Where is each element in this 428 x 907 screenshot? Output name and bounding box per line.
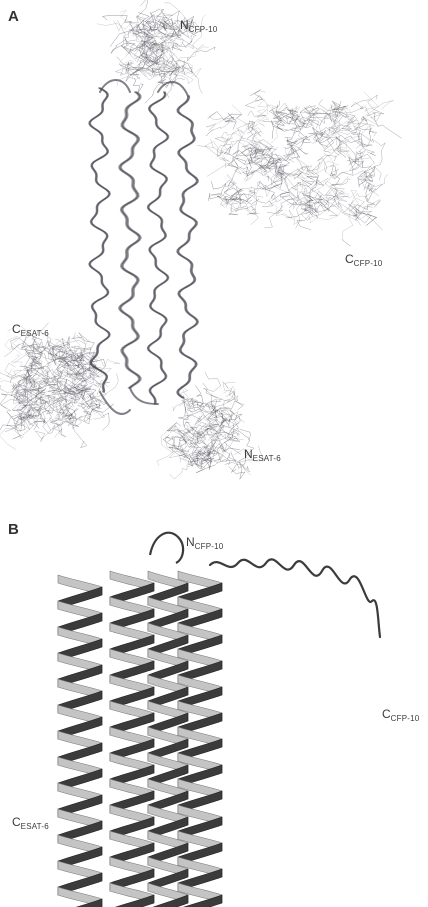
c-cfp10-label-b: CCFP-10 [382,707,419,723]
n-esat6-flexible-strand [224,399,234,427]
c-cfp10-flexible-strand [342,214,354,246]
n-cfp10-flexible-strand [125,24,142,46]
c-esat6-flexible-strand [70,422,86,448]
panel-a-backbone-ensemble [0,0,428,500]
c-cfp10-flexible-strand [324,161,347,178]
n-esat6-flexible-strand [231,418,240,436]
c-esat6-label-b: CESAT-6 [12,815,49,831]
c-esat6-flexible-strand [5,363,22,376]
cfp10-c-terminal-tail [210,559,380,637]
cfp10-n-terminal-loop [150,533,183,563]
c-cfp10-flexible-strand [331,105,349,117]
c-cfp10-flexible-strand [332,177,351,185]
n-cfp10-label-a: NCFP-10 [180,18,217,34]
n-cfp10-flexible-strand [133,78,143,92]
c-cfp10-flexible-strand [353,189,376,199]
n-esat6-flexible-strand [225,453,236,464]
panel-b-ribbon-model [0,505,428,907]
c-cfp10-flexible-strand [245,203,258,215]
c-cfp10-flexible-strand [254,185,266,197]
c-cfp10-label-a: CCFP-10 [345,252,382,268]
n-esat6-flexible-strand [170,464,195,479]
c-cfp10-flexible-strand [352,107,381,122]
panel-b: B NCFP-10 CCFP-10 CESAT-6 [0,505,428,907]
c-esat6-flexible-strand [5,336,22,355]
n-cfp10-flexible-strand [97,23,133,37]
c-esat6-flexible-strand [0,423,17,450]
c-cfp10-flexible-strand [265,206,283,228]
c-cfp10-flexible-strand [247,206,258,225]
c-cfp10-flexible-strand [248,110,267,118]
n-esat6-flexible-strand [205,395,222,411]
c-cfp10-flexible-strand [367,113,402,138]
c-esat6-flexible-strand [35,423,50,442]
n-cfp10-flexible-strand [111,44,135,54]
c-cfp10-flexible-strand [285,138,323,155]
c-esat6-flexible-strand [78,403,89,418]
c-cfp10-flexible-strand [338,197,361,226]
c-cfp10-flexible-strand [374,141,386,167]
c-esat6-flexible-strand [0,378,20,388]
c-cfp10-flexible-strand [287,141,306,155]
c-cfp10-flexible-strand [305,131,318,142]
c-cfp10-flexible-strand [327,127,339,156]
c-cfp10-flexible-strand [254,91,278,108]
n-cfp10-flexible-strand [115,63,133,75]
n-cfp10-flexible-strand [188,47,216,61]
n-cfp10-flexible-strand [176,47,208,64]
c-cfp10-flexible-strand [298,139,310,154]
c-cfp10-flexible-strand [366,184,383,201]
helix-backbone-trace [119,92,139,388]
c-cfp10-flexible-strand [287,188,302,228]
n-cfp10-label-b: NCFP-10 [186,535,223,551]
c-cfp10-flexible-strand [206,120,230,136]
c-esat6-flexible-strand [95,353,120,367]
c-esat6-flexible-strand [56,335,85,346]
c-cfp10-flexible-strand [351,100,369,109]
c-cfp10-flexible-strand [369,167,381,181]
c-cfp10-flexible-strand [207,163,241,176]
n-cfp10-flexible-strand [146,62,173,79]
n-esat6-label-a: NESAT-6 [244,447,281,463]
panel-a: A NCFP-10 CCFP-10 CESAT-6 NESAT-6 [0,0,428,500]
c-cfp10-flexible-strand [347,114,358,127]
c-cfp10-flexible-strand [250,109,268,126]
n-cfp10-flexible-strand [120,10,139,32]
c-esat6-label-a: CESAT-6 [12,322,49,338]
